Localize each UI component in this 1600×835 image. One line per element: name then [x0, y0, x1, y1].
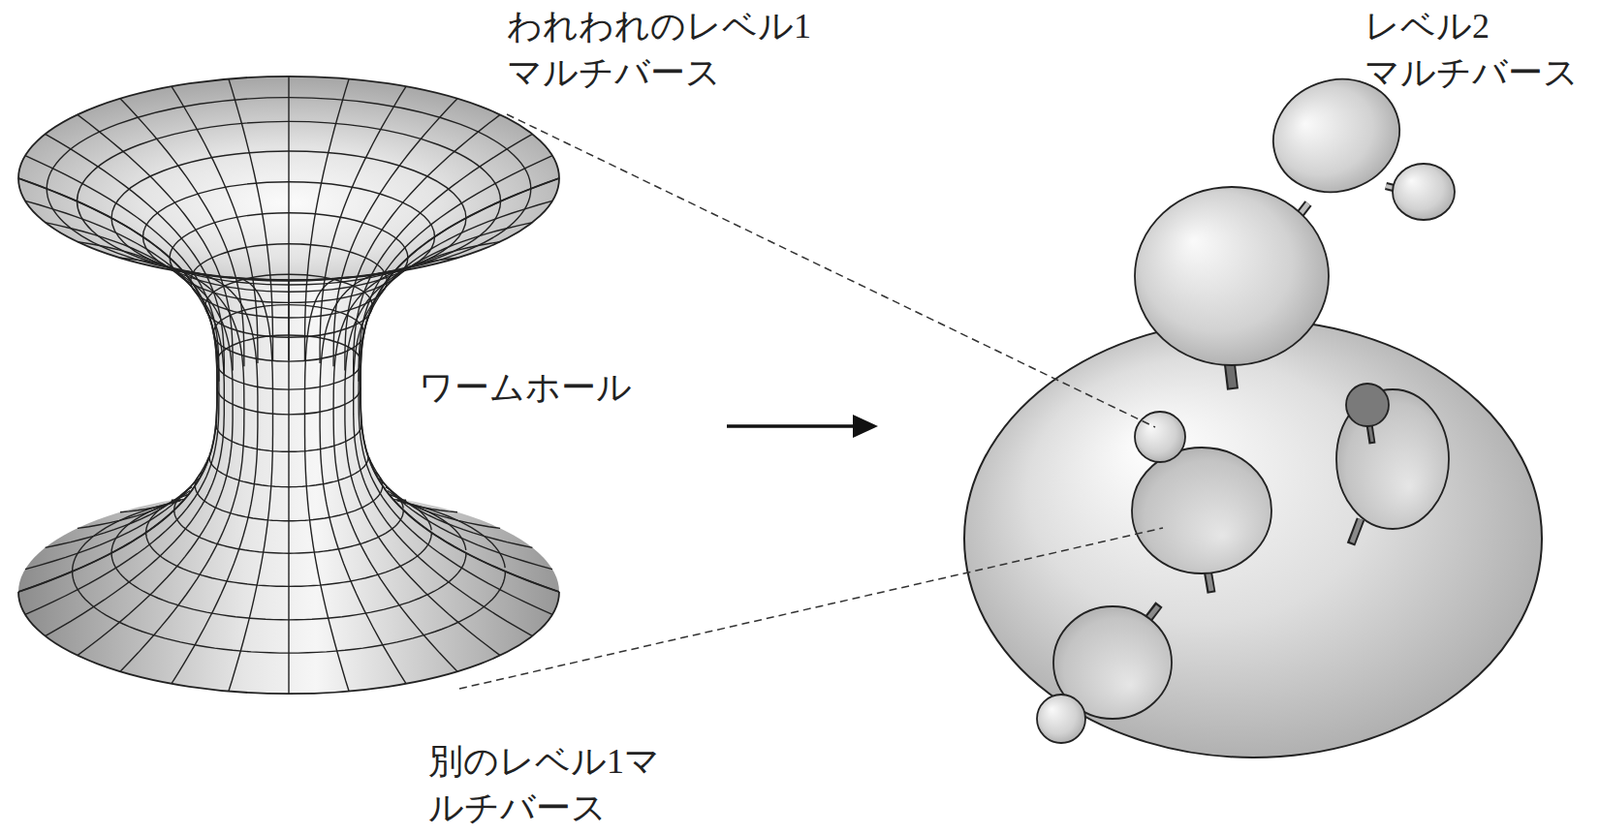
wormhole-grid [25, 393, 220, 615]
wormhole-grid [45, 222, 225, 401]
universe-bubble [1346, 383, 1389, 427]
arrow-head [852, 414, 879, 439]
wormhole-grid [228, 79, 274, 362]
bubble-neck [1369, 424, 1373, 444]
wormhole-grid [345, 114, 501, 371]
label-slot: レベル2 マルチバース [1364, 2, 1594, 96]
wormhole-grid [305, 79, 350, 362]
wormhole-grid [120, 500, 181, 513]
wormhole-grid [18, 178, 218, 388]
wormhole-grid [319, 411, 407, 685]
universe-bubble [1134, 411, 1186, 463]
wormhole-grid [353, 399, 534, 636]
wormhole-grid [358, 156, 553, 382]
wormhole-grid [120, 408, 245, 672]
universe-bubble [1392, 163, 1455, 220]
wormhole-grid [171, 499, 185, 502]
bubble-neck [1351, 519, 1361, 543]
wormhole-grid [353, 133, 534, 377]
wormhole-grid [45, 133, 225, 377]
wormhole-grid [228, 413, 274, 691]
wormhole-grid [120, 98, 245, 367]
wormhole-grid [378, 478, 533, 549]
level2-multiverse [964, 62, 1542, 758]
wormhole-grid [45, 478, 199, 549]
label-slot: われわれのレベル1 マルチバース [506, 2, 895, 96]
universe-bubble [1036, 694, 1086, 744]
dashed-leader [459, 528, 1163, 690]
wormhole-grid [171, 86, 258, 364]
wormhole-grid [18, 387, 218, 593]
wormhole-grid [228, 277, 274, 414]
wormhole-grid [77, 491, 190, 530]
wormhole-grid [333, 98, 458, 367]
wormhole-grid [45, 399, 225, 636]
wormhole-grid [287, 414, 289, 694]
diagram-label: レベル2 マルチバース [1364, 2, 1594, 96]
sphere [964, 319, 1542, 758]
wormhole-grid [77, 404, 233, 656]
wormhole-grid [217, 387, 361, 415]
universe-bubble [1131, 447, 1272, 574]
wormhole-grid [25, 156, 220, 382]
wormhole-grid [305, 413, 350, 691]
wormhole-grid [389, 495, 432, 532]
diagram-label: 別のレベル1マ ルチバース [428, 738, 710, 832]
arrow-line [726, 424, 857, 429]
wormhole-grid [333, 408, 458, 672]
wormhole-rim [18, 76, 560, 281]
diagram-label: われわれのレベル1 マルチバース [506, 2, 895, 96]
diagram-label: ワームホール [418, 364, 710, 411]
label-slot: ワームホール [418, 364, 710, 411]
wormhole-rim [18, 592, 560, 694]
wormhole-outline [18, 178, 218, 593]
wormhole-grid [287, 76, 289, 361]
universe-bubble [1134, 187, 1329, 366]
wormhole-grid [360, 387, 560, 593]
bubble-neck [1350, 519, 1361, 545]
wormhole-grid [25, 457, 209, 570]
wormhole-grid [369, 457, 553, 570]
wormhole-grid [305, 277, 350, 414]
wormhole-grid [358, 393, 553, 615]
label-slot: 別のレベル1マ ルチバース [428, 738, 710, 832]
wormhole-grid [396, 500, 466, 551]
